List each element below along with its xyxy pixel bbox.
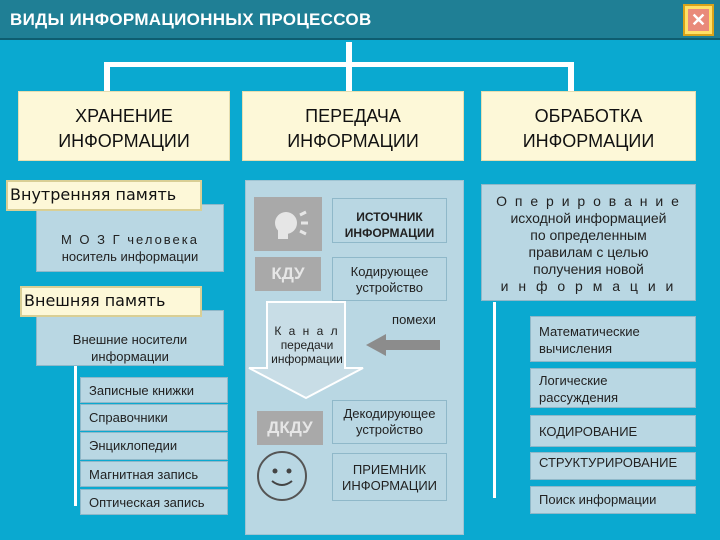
storage-item-optical: Оптическая запись xyxy=(80,489,228,515)
title-bar xyxy=(0,0,720,40)
decoder-line1: Декодирующее xyxy=(343,406,436,421)
channel-arrow-icon xyxy=(248,301,364,400)
connector-line xyxy=(104,62,110,92)
channel-text: К а н а л передачи информации xyxy=(262,324,352,366)
external-media-box: Внешние носители информации xyxy=(36,310,224,366)
storage-item-reference: Справочники xyxy=(80,404,228,431)
dkdu-label: ДКДУ xyxy=(257,411,323,445)
connector-line xyxy=(568,62,574,92)
connector-line xyxy=(493,302,496,498)
noise-arrow-icon xyxy=(366,334,440,356)
processing-item-search: Поиск информации xyxy=(530,486,696,514)
channel-line3: информации xyxy=(271,352,343,366)
category-transfer-line1: ПЕРЕДАЧА xyxy=(305,106,401,126)
channel-line2: передачи xyxy=(280,338,334,352)
receiver-box: ПРИЕМНИК ИНФОРМАЦИИ xyxy=(332,453,447,501)
noise-label: помехи xyxy=(392,312,436,327)
channel-line1: К а н а л xyxy=(274,324,340,338)
operating-line6: и н ф о р м а ц и и xyxy=(500,278,677,294)
connector-line xyxy=(104,62,574,67)
connector-line xyxy=(346,62,352,92)
category-storage-line2: ИНФОРМАЦИИ xyxy=(58,131,190,151)
storage-item-encyclopedias: Энциклопедии xyxy=(80,432,228,460)
internal-memory-label: Внутренняя память xyxy=(6,180,202,211)
smiley-icon xyxy=(257,451,307,501)
processing-item-coding: КОДИРОВАНИЕ xyxy=(530,415,696,447)
processing-item-logic: Логические рассуждения xyxy=(530,368,696,408)
operating-line2: исходной информацией xyxy=(510,210,667,226)
category-transfer: ПЕРЕДАЧА ИНФОРМАЦИИ xyxy=(242,91,464,161)
decoder-line2: устройство xyxy=(356,422,423,437)
operating-line1: О п е р и р о в а н и е xyxy=(496,193,681,209)
operating-line4: правилам с целью xyxy=(528,244,649,260)
brain-memory-box: М О З Г человека носитель информации xyxy=(36,204,224,272)
processing-item-math-line1: Математические xyxy=(539,324,640,339)
speaker-icon xyxy=(254,197,322,251)
processing-item-logic-line2: рассуждения xyxy=(539,390,619,405)
category-processing: ОБРАБОТКА ИНФОРМАЦИИ xyxy=(481,91,696,161)
brain-memory-line1: М О З Г человека xyxy=(60,232,199,247)
category-processing-line2: ИНФОРМАЦИИ xyxy=(522,131,655,151)
processing-item-structuring: СТРУКТУРИРОВАНИЕ xyxy=(530,452,696,480)
storage-item-magnetic: Магнитная запись xyxy=(80,461,228,487)
source-box: ИСТОЧНИК ИНФОРМАЦИИ xyxy=(332,198,447,243)
operating-line5: получения новой xyxy=(533,261,644,277)
receiver-line2: ИНФОРМАЦИИ xyxy=(341,478,438,493)
category-processing-line1: ОБРАБОТКА xyxy=(534,106,643,126)
page-title: ВИДЫ ИНФОРМАЦИОННЫХ ПРОЦЕССОВ xyxy=(10,10,372,29)
source-line1: ИСТОЧНИК xyxy=(356,210,423,224)
connector-line xyxy=(346,42,352,66)
external-media-line2: информации xyxy=(91,349,169,364)
receiver-line1: ПРИЕМНИК xyxy=(352,462,427,477)
encoder-line2: устройство xyxy=(356,280,423,295)
external-media-line1: Внешние носители xyxy=(72,332,188,347)
connector-line xyxy=(74,360,77,506)
processing-item-logic-line1: Логические xyxy=(539,373,608,388)
storage-item-notebooks: Записные книжки xyxy=(80,377,228,403)
encoder-line1: Кодирующее xyxy=(350,264,429,279)
external-memory-label: Внешняя память xyxy=(20,286,202,317)
category-storage-line1: ХРАНЕНИЕ xyxy=(75,106,173,126)
category-transfer-line2: ИНФОРМАЦИИ xyxy=(287,131,419,151)
kdu-label: КДУ xyxy=(255,257,321,291)
brain-memory-line2: носитель информации xyxy=(61,249,199,264)
close-button[interactable]: ✕ xyxy=(683,4,714,36)
operating-box: О п е р и р о в а н и е исходной информа… xyxy=(481,184,696,301)
source-line2: ИНФОРМАЦИИ xyxy=(344,226,435,240)
category-storage: ХРАНЕНИЕ ИНФОРМАЦИИ xyxy=(18,91,230,161)
processing-item-math-line2: вычисления xyxy=(539,341,613,356)
close-icon: ✕ xyxy=(688,9,709,31)
encoder-box: Кодирующее устройство xyxy=(332,257,447,301)
decoder-box: Декодирующее устройство xyxy=(332,400,447,444)
operating-line3: по определенным xyxy=(530,227,647,243)
processing-item-math: Математические вычисления xyxy=(530,316,696,362)
